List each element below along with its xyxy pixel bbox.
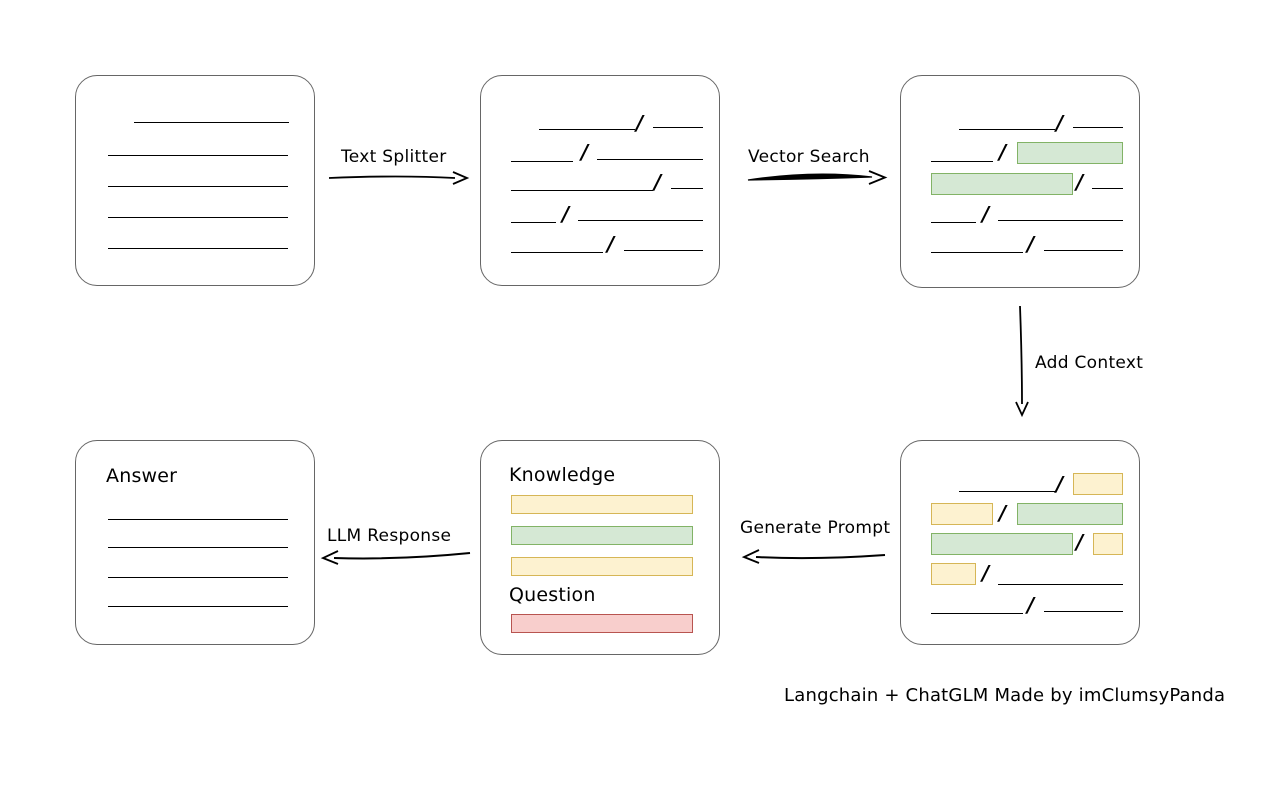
text-line (959, 129, 1055, 130)
credit-text: Langchain + ChatGLM Made by imClumsyPand… (784, 685, 1226, 706)
text-line (511, 222, 556, 223)
matched-chunk-bar[interactable] (931, 173, 1073, 195)
text-line (108, 217, 288, 218)
slash-separator: / (999, 140, 1007, 164)
text-line (653, 127, 703, 128)
slash-separator: / (999, 501, 1007, 525)
knowledge-heading: Knowledge (509, 464, 616, 486)
slash-separator: / (1027, 593, 1035, 617)
slash-separator: / (607, 232, 615, 256)
slash-separator: / (581, 140, 589, 164)
text-line (998, 584, 1123, 585)
knowledge-bar[interactable] (511, 526, 693, 545)
text-line (931, 222, 976, 223)
slash-separator: / (982, 561, 990, 585)
knowledge-bar[interactable] (511, 495, 693, 514)
text-line (1044, 250, 1123, 251)
text-line (671, 188, 703, 189)
text-line (931, 161, 993, 162)
add-context-arrow (1015, 305, 1029, 418)
text-splitter-arrow (328, 171, 470, 185)
arrow-label-add-context: Add Context (1035, 353, 1144, 373)
vector-search-arrow (747, 170, 888, 185)
text-line (511, 252, 603, 253)
prompt-box[interactable]: Knowledge Question (480, 440, 720, 655)
text-line (931, 613, 1023, 614)
context-chunk-bar[interactable] (931, 563, 976, 585)
context-chunk-bar[interactable] (931, 503, 993, 525)
context-document-box[interactable]: / / / / / (900, 440, 1140, 645)
arrow-label-llm-response: LLM Response (327, 526, 452, 546)
arrow-label-generate-prompt: Generate Prompt (740, 518, 891, 538)
text-line (931, 252, 1023, 253)
text-line (511, 190, 653, 191)
arrow-label-text-splitter: Text Splitter (341, 147, 447, 167)
slash-separator: / (1056, 472, 1064, 496)
slash-separator: / (1076, 530, 1084, 554)
llm-response-arrow (320, 550, 471, 565)
slash-separator: / (1056, 111, 1064, 135)
text-line (1073, 127, 1123, 128)
generate-prompt-arrow (741, 549, 886, 564)
context-chunk-bar[interactable] (1017, 503, 1123, 525)
text-line (959, 491, 1055, 492)
slash-separator: / (562, 202, 570, 226)
split-document-box[interactable]: / / / / / (480, 75, 720, 286)
question-heading: Question (509, 584, 596, 606)
text-line (108, 248, 288, 249)
question-bar[interactable] (511, 614, 693, 633)
text-line (511, 161, 573, 162)
text-line (597, 159, 703, 160)
matched-document-box[interactable]: / / / / / (900, 75, 1140, 288)
answer-box[interactable]: Answer (75, 440, 315, 645)
context-chunk-bar[interactable] (931, 533, 1073, 555)
source-document-box[interactable] (75, 75, 315, 286)
text-line (108, 186, 288, 187)
slash-separator: / (1027, 232, 1035, 256)
text-line (134, 122, 289, 123)
text-line (539, 129, 635, 130)
text-line (998, 220, 1123, 221)
knowledge-bar[interactable] (511, 557, 693, 576)
slash-separator: / (982, 202, 990, 226)
answer-heading: Answer (106, 465, 178, 487)
context-chunk-bar[interactable] (1093, 533, 1123, 555)
text-line (624, 250, 703, 251)
slash-separator: / (654, 170, 662, 194)
text-line (578, 220, 703, 221)
text-line (108, 606, 288, 607)
text-line (1044, 611, 1123, 612)
matched-chunk-bar[interactable] (1017, 142, 1123, 164)
text-line (1092, 188, 1123, 189)
slash-separator: / (1076, 170, 1084, 194)
slash-separator: / (636, 111, 644, 135)
text-line (108, 547, 288, 548)
text-line (108, 155, 288, 156)
arrow-label-vector-search: Vector Search (748, 147, 870, 167)
text-line (108, 519, 288, 520)
context-chunk-bar[interactable] (1073, 473, 1123, 495)
text-line (108, 577, 288, 578)
